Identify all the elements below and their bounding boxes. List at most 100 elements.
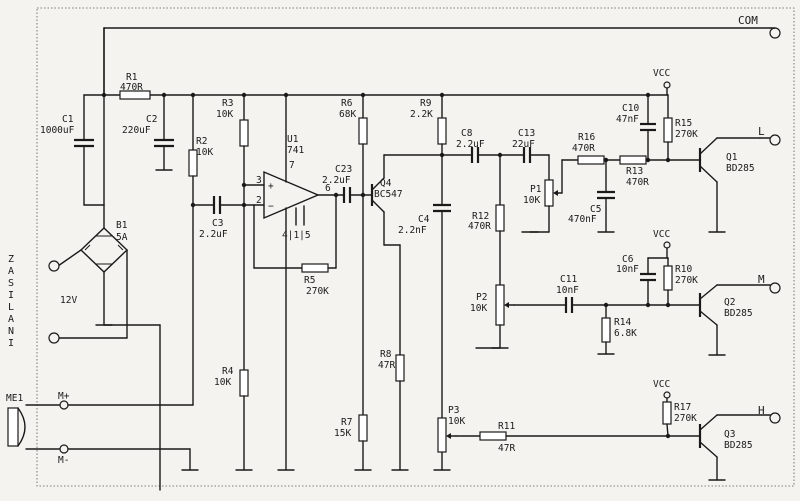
- zasilanie-letter: A: [8, 314, 14, 325]
- r1-value: 470R: [120, 82, 143, 93]
- resistor-r6: R6 68K: [339, 94, 368, 416]
- r8-ref: R8: [380, 349, 392, 360]
- c11-value: 10nF: [556, 285, 579, 296]
- r12-ref: R12: [472, 211, 489, 222]
- c6-ref: C6: [622, 254, 634, 265]
- pin-3: 3: [256, 175, 262, 186]
- com-terminal: [769, 27, 781, 39]
- pin-7: 7: [289, 160, 295, 171]
- ground-stubs: [95, 169, 726, 481]
- r8-value: 47R: [378, 360, 395, 371]
- zasilanie-letter: Z: [8, 254, 14, 265]
- potentiometer-p3: P3 10K: [437, 405, 481, 453]
- mic-plus-label: M+: [58, 391, 70, 402]
- c13-value: 22uF: [512, 139, 535, 150]
- com-label: COM: [738, 14, 758, 27]
- c4-ref: C4: [418, 214, 430, 225]
- c2-value: 220uF: [122, 125, 151, 136]
- r9-ref: R9: [420, 98, 432, 109]
- r14-value: 6.8K: [614, 328, 637, 339]
- r15-ref: R15: [675, 118, 692, 129]
- resistor-r14: R14 6.8K: [601, 304, 637, 355]
- p3-ref: P3: [448, 405, 459, 416]
- q2-ref: Q2: [724, 297, 735, 308]
- r10-value: 270K: [675, 275, 698, 286]
- zasilanie-letter: I: [8, 338, 14, 349]
- q3-ref: Q3: [724, 429, 735, 440]
- resistor-r7: R7 15K: [334, 414, 368, 471]
- capacitor-c3: C3 2.2uF: [192, 196, 245, 240]
- vcc-q1-section: VCC C10 47nF R15 270K: [616, 68, 698, 161]
- zasilanie-letter: I: [8, 290, 14, 301]
- transistor-q4: Q4 BC547: [362, 154, 443, 356]
- r15-value: 270K: [675, 129, 698, 140]
- capacitor-c13: C13 22uF: [512, 128, 550, 181]
- c5-ref: C5: [590, 204, 601, 215]
- transistor-q2: Q2 BD285 M: [698, 273, 781, 356]
- resistor-r12: R12 470R: [468, 154, 505, 286]
- svg-text:+: +: [268, 181, 274, 192]
- c8-ref: C8: [461, 128, 473, 139]
- c1-ref: C1: [62, 114, 74, 125]
- resistor-r1: R1 470R: [119, 72, 151, 100]
- resistor-r4: R4 10K: [214, 366, 249, 471]
- p1-value: 10K: [523, 195, 540, 206]
- r9-value: 2.2K: [410, 109, 433, 120]
- c23-value: 2.2uF: [322, 175, 351, 186]
- zasilanie-label: Z A S I L A N I: [8, 254, 14, 349]
- vcc-label-1: VCC: [653, 68, 670, 79]
- r2-ref: R2: [196, 136, 207, 147]
- q4-value: BC547: [374, 189, 403, 200]
- r17-value: 270K: [674, 413, 697, 424]
- r13-ref: R13: [626, 166, 643, 177]
- resistor-r9: R9 2.2K: [410, 94, 447, 206]
- r14-ref: R14: [614, 317, 631, 328]
- capacitor-c23: C23 2.2uF: [322, 164, 364, 203]
- b1-value: 5A: [116, 232, 128, 243]
- r3-ref: R3: [222, 98, 233, 109]
- output-m-terminal: [769, 282, 781, 294]
- output-h-label: H: [758, 404, 765, 417]
- r5-ref: R5: [304, 275, 315, 286]
- r16-ref: R16: [578, 132, 595, 143]
- resistor-r16: R16 470R: [572, 132, 621, 165]
- supply-rail: [83, 27, 651, 141]
- c8-value: 2.2uF: [456, 139, 485, 150]
- svg-text:−: −: [268, 201, 274, 212]
- c3-ref: C3: [212, 218, 223, 229]
- c10-value: 47nF: [616, 114, 639, 125]
- pin-2: 2: [256, 195, 262, 206]
- r3-value: 10K: [216, 109, 233, 120]
- output-h-terminal: [769, 412, 781, 424]
- p3-value: 10K: [448, 416, 465, 427]
- c1-value: 1000uF: [40, 125, 75, 136]
- r13-value: 470R: [626, 177, 649, 188]
- output-l-terminal: [769, 134, 781, 146]
- voltage-label: 12V: [60, 295, 77, 306]
- microphone-me1: ME1 M+ M-: [6, 391, 194, 471]
- r11-ref: R11: [498, 421, 515, 432]
- r7-value: 15K: [334, 428, 351, 439]
- r16-value: 470R: [572, 143, 595, 154]
- q2-value: BD285: [724, 308, 753, 319]
- resistor-r5: R5 270K: [253, 192, 339, 297]
- c11-ref: C11: [560, 274, 577, 285]
- r1-ref: R1: [126, 72, 138, 83]
- power-terminal-1: [48, 260, 60, 272]
- zasilanie-letter: S: [8, 278, 14, 289]
- r11-value: 47R: [498, 443, 515, 454]
- p1-ref: P1: [530, 184, 542, 195]
- b1-ref: B1: [116, 220, 128, 231]
- r2-value: 10K: [196, 147, 213, 158]
- capacitor-c5: C5 470nF: [568, 159, 615, 233]
- power-terminal-2: [48, 332, 60, 344]
- vcc-label-3: VCC: [653, 379, 670, 390]
- mic-plus-terminal: [59, 400, 69, 410]
- resistor-r13: R13 470R: [619, 155, 701, 188]
- mic-minus-terminal: [59, 444, 69, 454]
- u1-value: 741: [287, 145, 304, 156]
- mic-minus-label: M-: [58, 455, 69, 466]
- resistor-r2: R2 10K: [188, 94, 213, 406]
- vcc-label-2: VCC: [653, 229, 670, 240]
